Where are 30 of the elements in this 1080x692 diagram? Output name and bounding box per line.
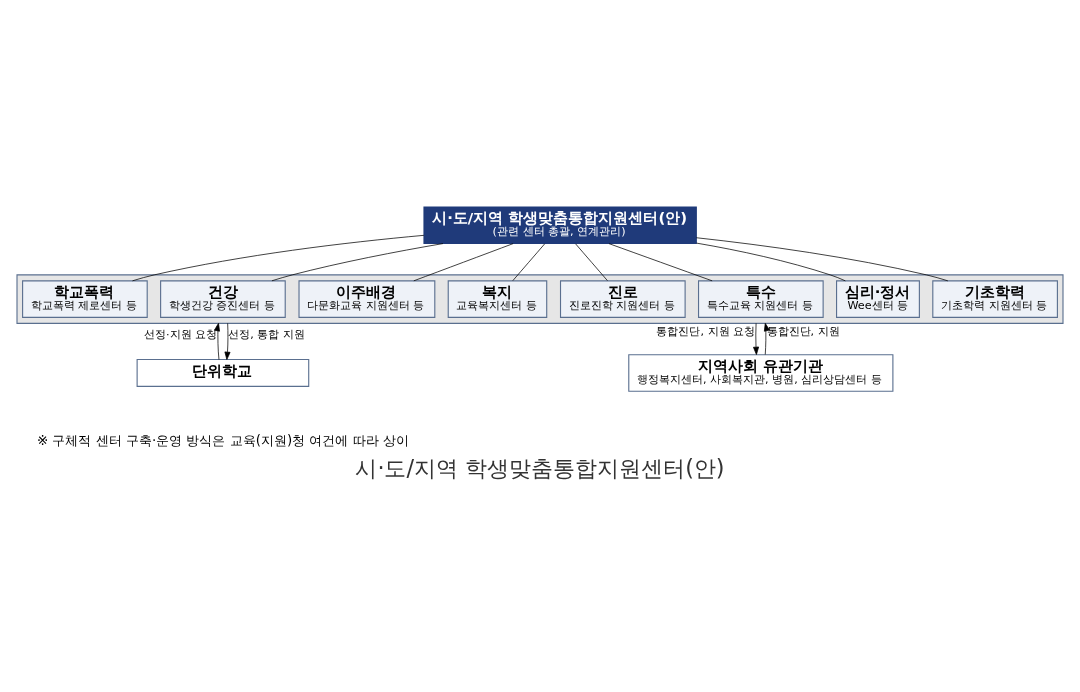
connector	[132, 234, 425, 281]
node-box: 특수 특수교육 지원센터 등	[698, 279, 824, 318]
edge-label: 통합진단, 지원 요청	[656, 324, 756, 338]
node-box: 심리·정서 Wee센터 등	[836, 279, 920, 318]
connector	[696, 242, 846, 281]
arrow	[224, 322, 231, 360]
node-box: 복지 교육복지센터 등	[447, 279, 548, 318]
connector	[413, 242, 514, 281]
connector	[512, 243, 546, 281]
node-box: 기초학력 기초학력 지원센터 등	[932, 279, 1058, 318]
edge-label: 통합진단, 지원	[766, 324, 840, 338]
caption: 시·도/지역 학생맞춤통합지원센터(안)	[355, 454, 725, 481]
edge-label: 선정·지원 요청	[144, 327, 218, 341]
edge-label: 선정, 통합 지원	[228, 327, 306, 341]
arrow	[753, 322, 759, 355]
node-box: 시·도/지역 학생맞춤통합지원센터(안) (관련 센터 총괄, 연계관리)	[423, 205, 697, 244]
connector	[575, 243, 608, 281]
connector	[695, 236, 949, 281]
connector	[608, 242, 713, 281]
node-box: 단위학교	[136, 358, 310, 387]
node-box: 학교폭력 학교폭력 제로센터 등	[22, 279, 148, 318]
node-box: 이주배경 다문화교육 지원센터 등	[298, 279, 436, 318]
arrow	[214, 322, 220, 360]
node-box: 진로 진로진학 지원센터 등	[559, 279, 686, 318]
arrow	[763, 322, 770, 355]
cluster	[16, 273, 1064, 324]
node-box: 지역사회 유관기관 행정복지센터, 사회복지관, 병원, 심리상담센터 등	[628, 353, 894, 392]
connector	[271, 242, 444, 281]
label: ※ 구체적 센터 구축·운영 방식은 교육(지원)청 여건에 따라 상이	[36, 432, 409, 448]
node-box: 건강 학생건강 증진센터 등	[160, 279, 286, 318]
